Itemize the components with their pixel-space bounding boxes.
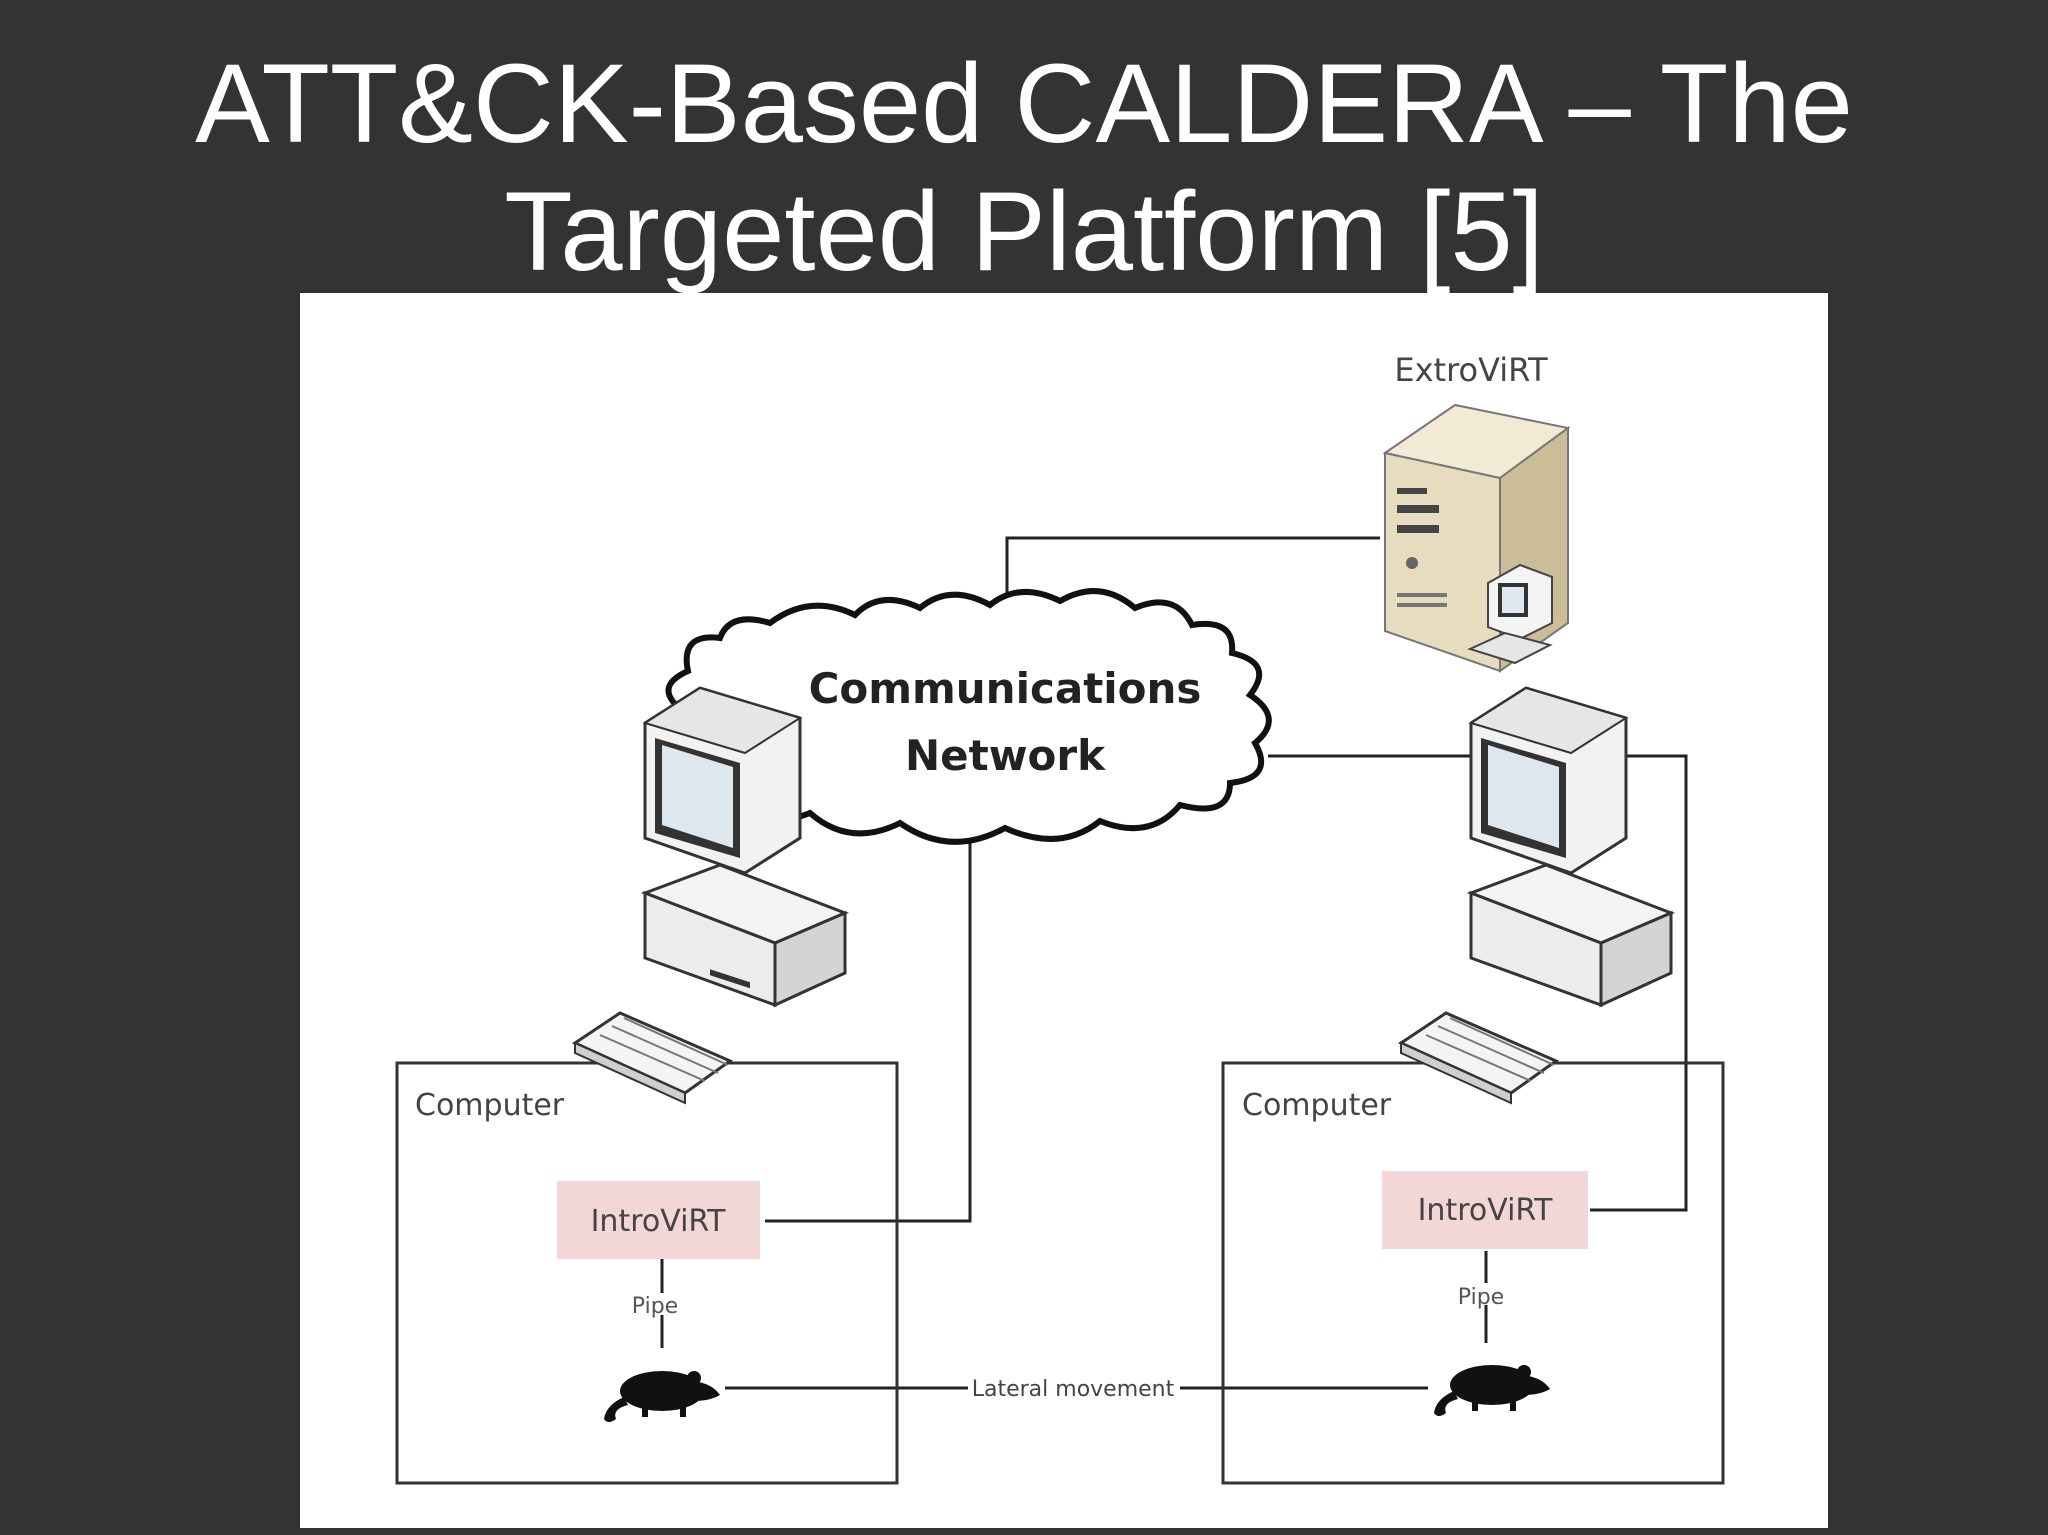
left-computer-box: [395, 1061, 899, 1485]
left-pipe-label: Pipe: [632, 1294, 678, 1319]
right-computer-label: Computer: [1242, 1088, 1392, 1123]
right-rat-icon: [1434, 1365, 1550, 1416]
lateral-movement-label: Lateral movement: [972, 1377, 1175, 1402]
diagram-panel: Computer Computer IntroViRT IntroViRT Pi…: [300, 293, 1828, 1528]
architecture-diagram: Computer Computer IntroViRT IntroViRT Pi…: [395, 351, 1725, 1485]
left-rat-icon: [604, 1371, 720, 1422]
left-introvirt-label: IntroViRT: [591, 1204, 727, 1239]
slide-title: ATT&CK-Based CALDERA – The Targeted Plat…: [0, 40, 2048, 296]
server-workstation-icon: [1467, 563, 1553, 665]
server-icon: [1382, 403, 1571, 673]
slide-title-line-1: ATT&CK-Based CALDERA – The: [195, 41, 1853, 166]
left-computer-icon: [571, 686, 849, 1105]
left-introvirt-box: [557, 1181, 760, 1259]
right-computer-box: [1221, 1061, 1725, 1485]
communications-cloud: Communications Network: [665, 588, 1272, 845]
right-introvirt-box: [1382, 1171, 1588, 1249]
cloud-label-line-1: Communications: [809, 664, 1202, 713]
cloud-label-line-2: Network: [905, 731, 1106, 780]
left-computer-label: Computer: [415, 1088, 565, 1123]
slide-title-line-2: Targeted Platform [5]: [504, 169, 1544, 294]
right-pipe-label: Pipe: [1458, 1285, 1504, 1310]
network-to-left-agent-line: [765, 838, 972, 1223]
right-introvirt-label: IntroViRT: [1418, 1193, 1554, 1228]
right-computer-icon: [1397, 686, 1675, 1105]
server-label: ExtroViRT: [1394, 351, 1548, 389]
